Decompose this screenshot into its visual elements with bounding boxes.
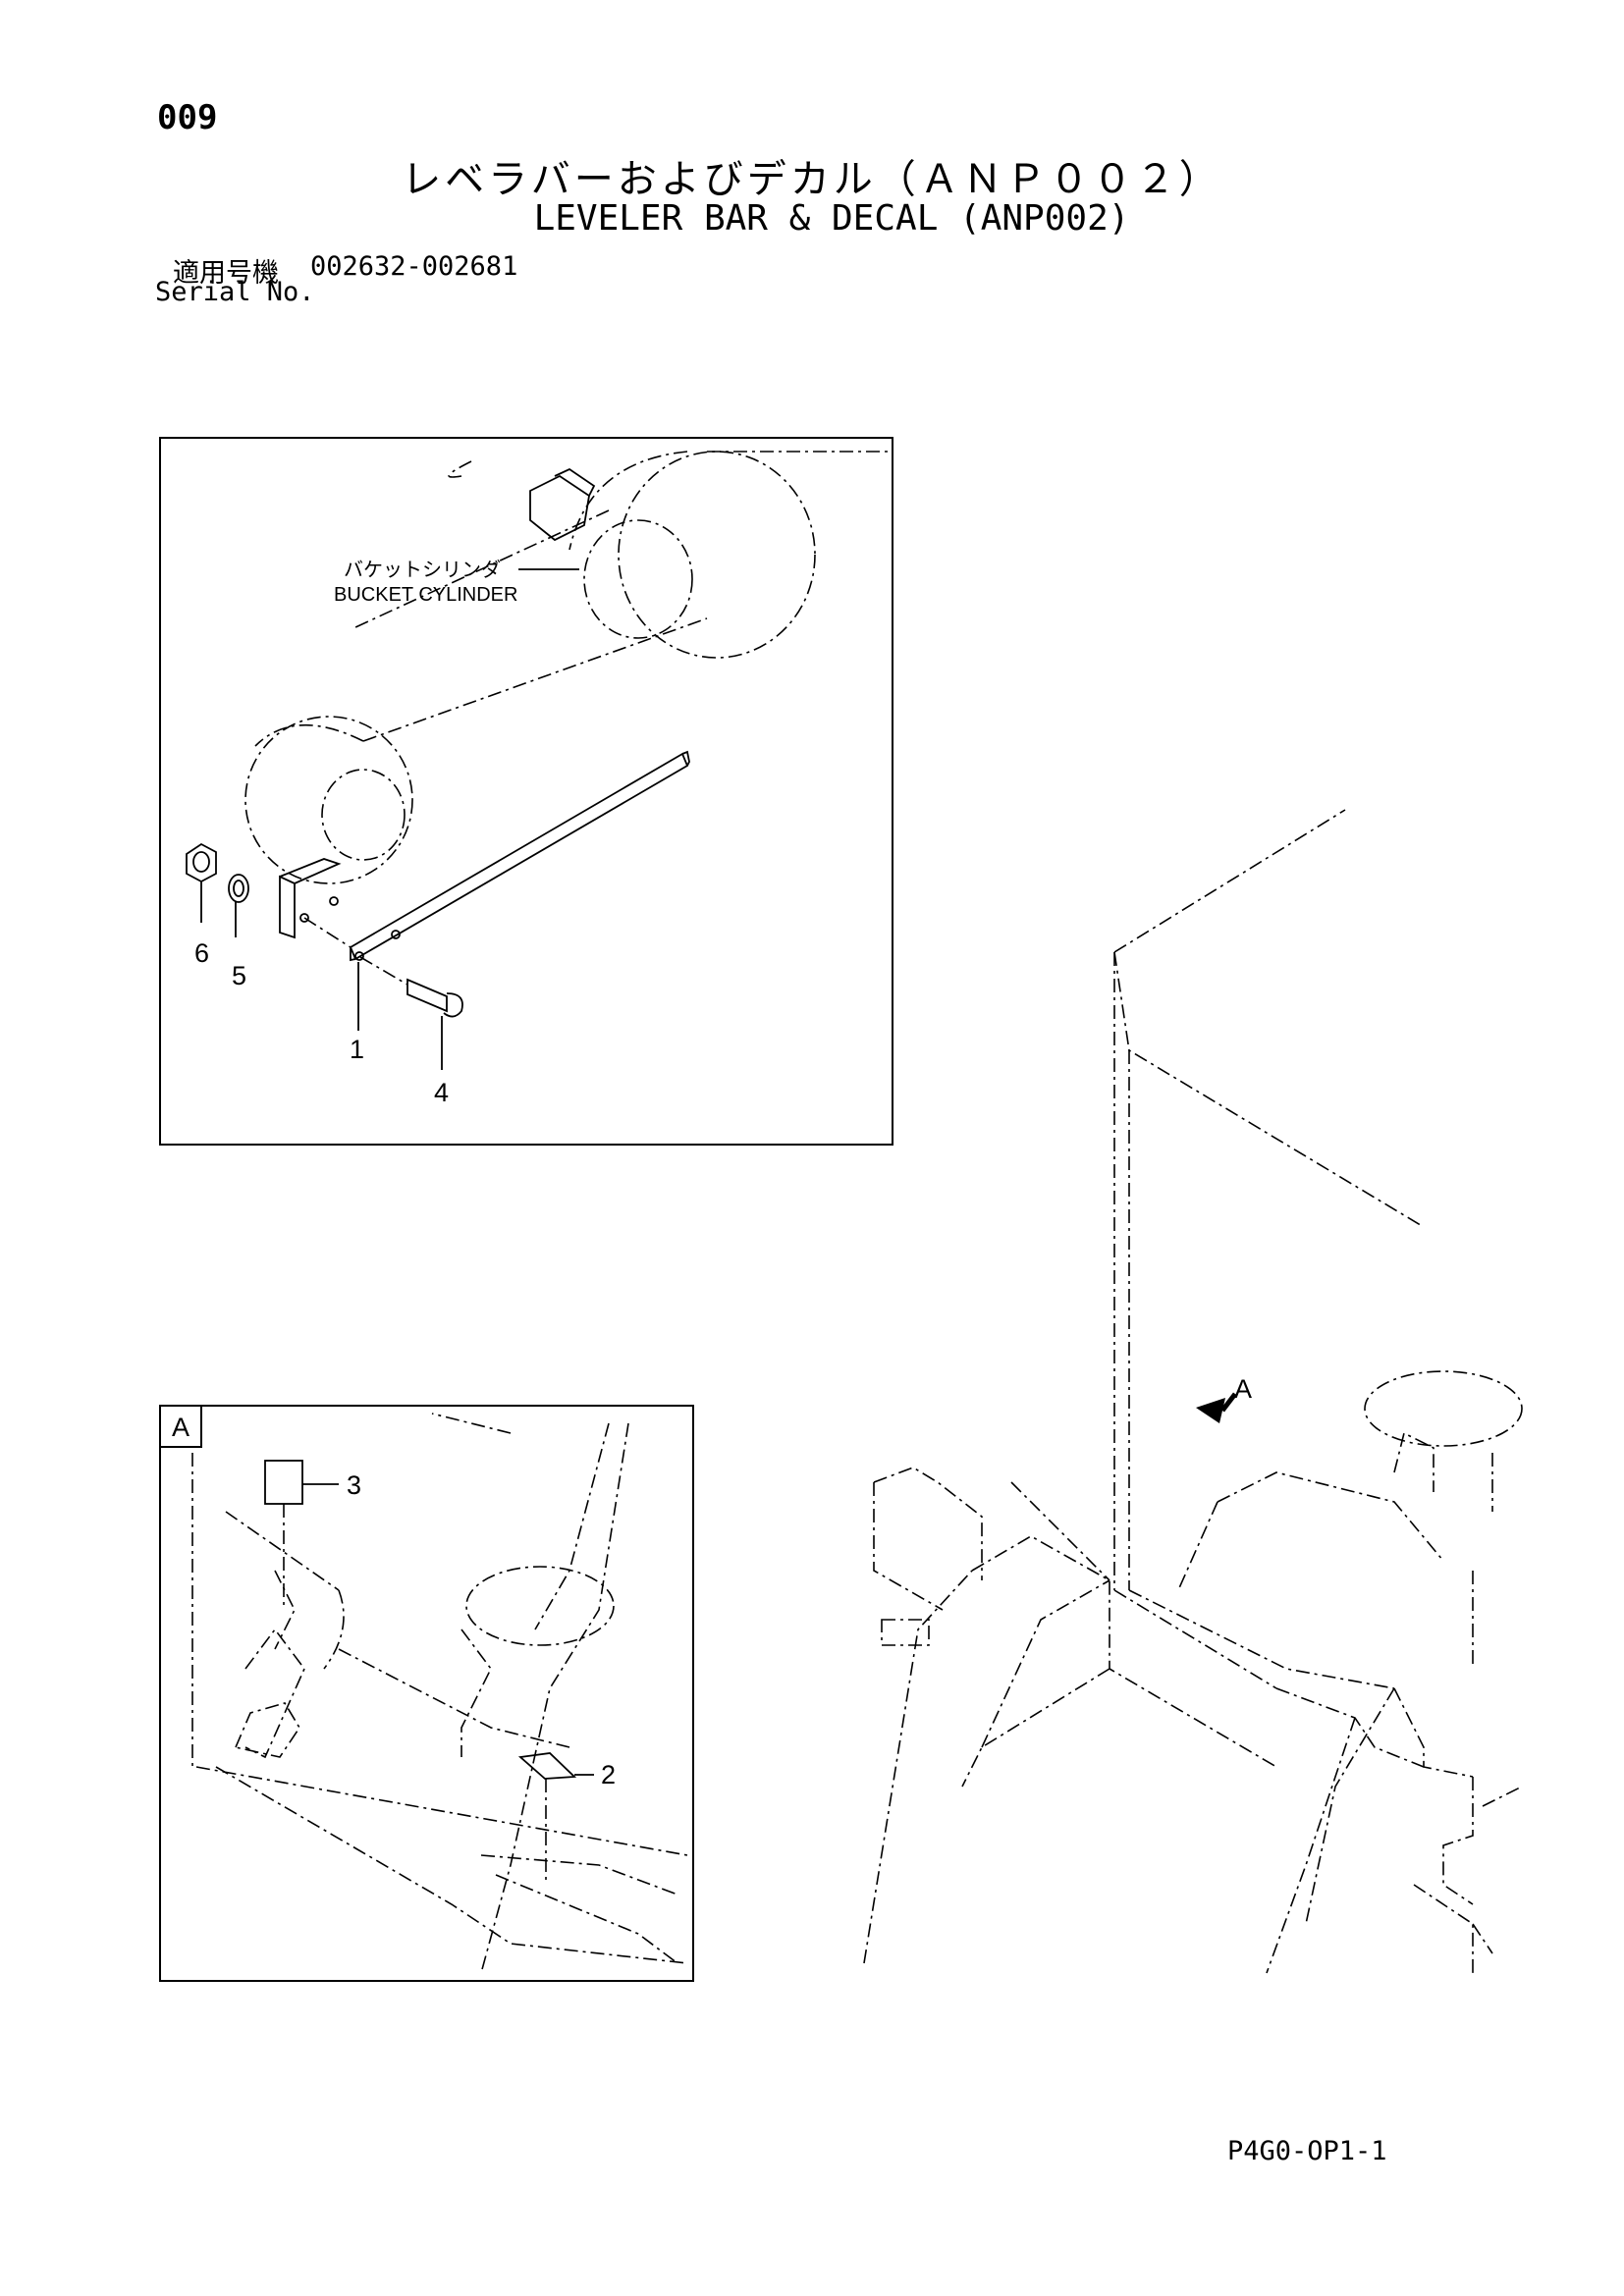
view-a-tag — [159, 1405, 202, 1448]
part-number-3: 3 — [347, 1470, 361, 1500]
view-arrow-icon — [1196, 1398, 1225, 1423]
detail-leveler-bar: 6 5 1 4 バケットシリンダ BUCKET CYLINDER — [159, 437, 893, 1146]
part-number-2: 2 — [601, 1760, 616, 1789]
title-english: LEVELER BAR & DECAL (ANP002) — [533, 198, 1130, 239]
view-a-label: A — [172, 1413, 189, 1442]
detail-a-frame — [159, 1405, 694, 1982]
part-number-1: 1 — [350, 1035, 364, 1064]
serial-label-japanese: 適用号機 — [173, 258, 279, 289]
serial-range: 002632-002681 — [310, 251, 518, 282]
detail-frame — [159, 437, 893, 1146]
part-number-6: 6 — [194, 938, 209, 968]
detail-view-a: A 3 2 — [159, 1405, 694, 1982]
document-code: P4G0-OP1-1 — [1227, 2136, 1387, 2166]
part-number-5: 5 — [232, 961, 246, 990]
main-machine-view: A — [863, 809, 1523, 1974]
bucket-cylinder-label-jp: バケットシリンダ — [344, 558, 501, 581]
bucket-cylinder-label-en: BUCKET CYLINDER — [334, 584, 517, 606]
page-number: 009 — [157, 98, 218, 137]
view-arrow-label: A — [1234, 1374, 1252, 1404]
title-japanese: レベラバーおよびデカル（ＡＮＰ００２） — [402, 157, 1222, 202]
part-number-4: 4 — [434, 1078, 449, 1107]
serial-label-english: Serial No. — [155, 277, 315, 307]
